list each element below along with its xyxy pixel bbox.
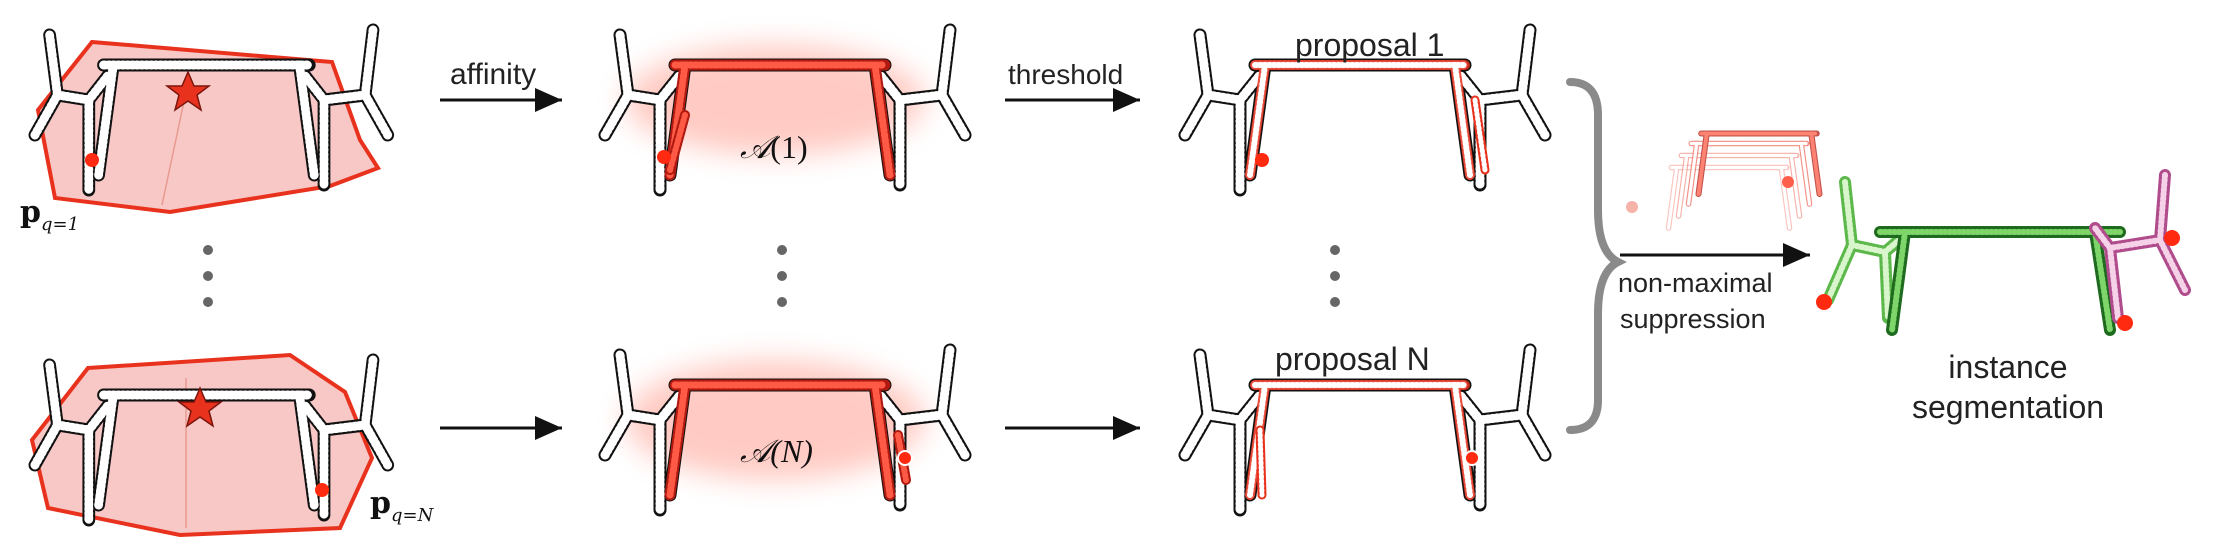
vertical-ellipsis-2 — [777, 245, 787, 307]
p-label-bottom: pq=N — [370, 486, 435, 526]
affinity-label: affinity — [450, 58, 536, 91]
instance-label-line1: instance — [1948, 349, 2067, 385]
instance-point-middle — [2117, 315, 2133, 331]
proposal-n-label: proposal N — [1275, 341, 1430, 377]
query-point-bottom — [315, 483, 329, 497]
affinity-panel-top — [605, 30, 965, 190]
vertical-ellipsis-3 — [1330, 245, 1340, 307]
instance-point-left — [1816, 294, 1832, 310]
query-point-proposal-bottom — [1464, 450, 1480, 466]
nms-label-line2: suppression — [1620, 304, 1766, 334]
query-point-affinity-top — [657, 150, 671, 164]
proposal-1-label: proposal 1 — [1295, 27, 1444, 63]
stacked-proposals — [1626, 134, 1820, 229]
query-point-affinity-bottom — [897, 450, 913, 466]
star-marker-bottom — [176, 386, 224, 428]
instance-label-line2: segmentation — [1912, 389, 2104, 425]
curly-bracket — [1566, 78, 1627, 434]
proposal-panel-top — [1185, 30, 1545, 190]
query-panel-bottom — [32, 352, 388, 538]
query-point-top — [85, 153, 99, 167]
query-point-proposal-top — [1255, 153, 1269, 167]
instance-segmentation-result — [1822, 169, 2191, 336]
affinity-n-math: 𝒜(N) — [740, 433, 813, 469]
instance-point-right — [2164, 230, 2180, 246]
p-label-top: pq=1 — [20, 195, 79, 235]
vertical-ellipsis-1 — [203, 245, 213, 307]
proposal-panel-bottom — [1185, 350, 1545, 510]
affinity-panel-bottom — [605, 350, 965, 510]
affinity-1-math: 𝒜(1) — [740, 129, 808, 165]
query-panel-top — [35, 30, 388, 215]
threshold-label: threshold — [1008, 59, 1123, 90]
nms-label-line1: non-maximal — [1618, 268, 1773, 298]
star-marker-top — [164, 70, 212, 112]
